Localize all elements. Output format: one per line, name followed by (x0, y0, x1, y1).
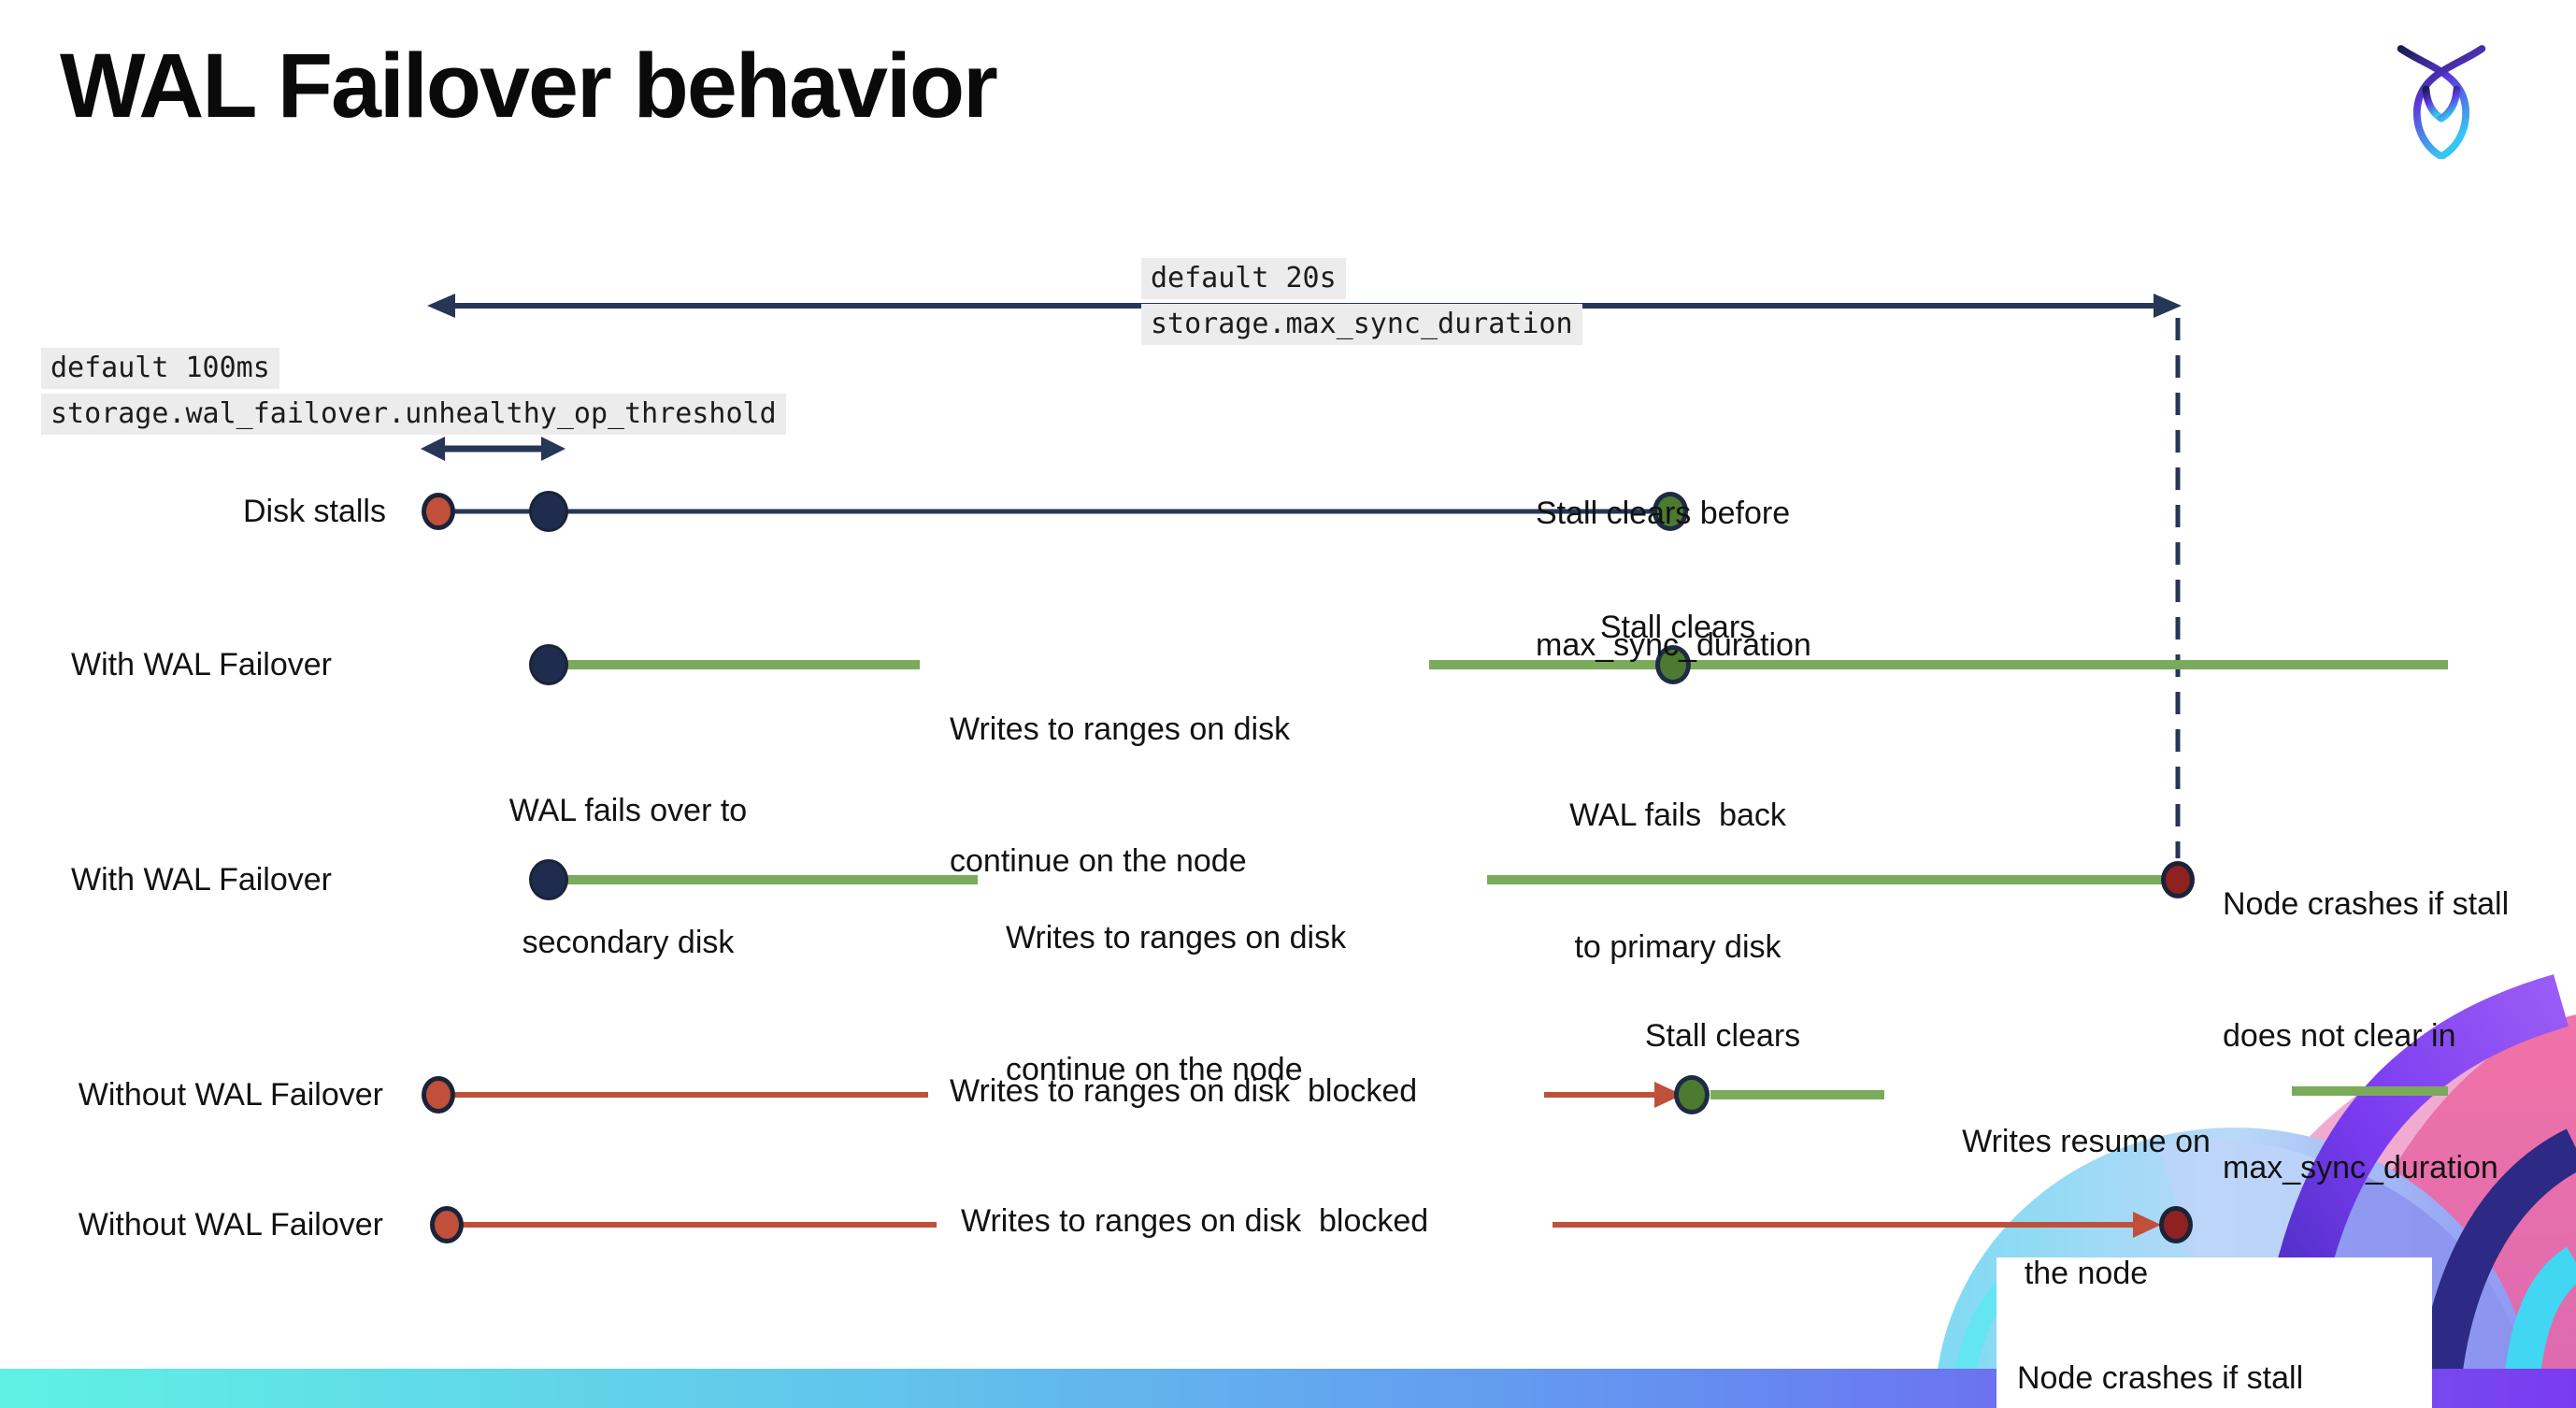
annotation-line: max_sync_duration (1536, 627, 1811, 663)
annotation-node-crashes-r3: Node crashes if stall does not clear in … (2223, 795, 2509, 1278)
annotation-writes-continue-1: Writes to ranges on disk continue on the… (950, 620, 1290, 971)
annotation-line: Node crashes if stall (2223, 886, 2510, 922)
annotation-wal-fails-back: WAL fails back to primary disk (1444, 706, 1911, 1057)
annotation-line: does not clear in (2223, 1018, 2456, 1054)
annotation-line: Writes to ranges on disk (950, 711, 1291, 747)
max-sync-default-chip: default 20s (1141, 258, 1346, 299)
failover-dot-r2 (529, 644, 568, 685)
row-label-disk-stalls: Disk stalls (242, 494, 386, 529)
annotation-line: secondary disk (522, 925, 735, 960)
row-label-without-wal-failover-2: Without WAL Failover (78, 1207, 383, 1243)
node-crash-dot-r3 (2161, 861, 2195, 898)
annotation-writes-resume: Writes resume on the node (1853, 1032, 2320, 1384)
cockroachdb-logo-icon (2397, 45, 2486, 159)
annotation-line: WAL fails back (1569, 797, 1786, 833)
annotation-line: Writes to ranges on disk (1006, 920, 1347, 955)
annotation-writes-blocked-2: Writes to ranges on disk blocked (961, 1203, 1429, 1239)
annotation-line: Writes resume on (1962, 1124, 2211, 1159)
annotation-stall-clears-before: Stall clears before max_sync_duration (1536, 404, 1811, 755)
node-crashes-callout-box: Node crashes if stall does not clear in … (1996, 1257, 2432, 1408)
annotation-wal-fails-over: WAL fails over to secondary disk (394, 701, 862, 1053)
annotation-node-crashes-r5: Node crashes if stall does not clear in … (2017, 1269, 2303, 1408)
annotation-line: WAL fails over to (508, 793, 748, 828)
unhealthy-op-threshold-setting: default 100ms storage.wal_failover.unhea… (41, 348, 786, 435)
max-sync-setting-chip: storage.max_sync_duration (1141, 304, 1582, 345)
page-title: WAL Failover behavior (60, 35, 998, 136)
annotation-stall-clears-r4: Stall clears (1644, 1018, 1801, 1054)
annotation-line: Node crashes if stall (2017, 1360, 2304, 1396)
annotation-stall-clears-r2: Stall clears (1599, 610, 1756, 645)
annotation-line: continue on the node (1006, 1052, 1303, 1087)
annotation-line: Stall clears before (1536, 496, 1791, 531)
row-label-with-wal-failover-1: With WAL Failover (71, 647, 332, 682)
disk-stall-dot-r4 (422, 1076, 455, 1113)
annotation-writes-blocked-1: Writes to ranges on disk blocked (950, 1073, 1418, 1109)
max-sync-duration-setting: default 20s storage.max_sync_duration (1141, 258, 1582, 345)
unhealthy-op-threshold-arrow (421, 437, 565, 461)
unhealthy-op-setting-chip: storage.wal_failover.unhealthy_op_thresh… (41, 394, 786, 435)
row-label-without-wal-failover-1: Without WAL Failover (78, 1077, 383, 1113)
annotation-line: max_sync_duration (2223, 1150, 2498, 1185)
annotation-line: continue on the node (950, 843, 1247, 879)
stall-clears-dot-r4 (1674, 1075, 1710, 1114)
node-crash-dot-r5 (2159, 1206, 2193, 1243)
disk-stall-dot-r5 (430, 1206, 464, 1243)
threshold-reached-dot-r1 (529, 491, 568, 532)
disk-stall-start-dot (422, 493, 455, 530)
unhealthy-op-default-chip: default 100ms (41, 348, 279, 389)
annotation-writes-continue-2: Writes to ranges on disk continue on the… (1006, 828, 1346, 1180)
row-label-with-wal-failover-2: With WAL Failover (71, 862, 332, 898)
annotation-line: to primary disk (1574, 929, 1782, 965)
annotation-line: the node (2024, 1256, 2149, 1291)
